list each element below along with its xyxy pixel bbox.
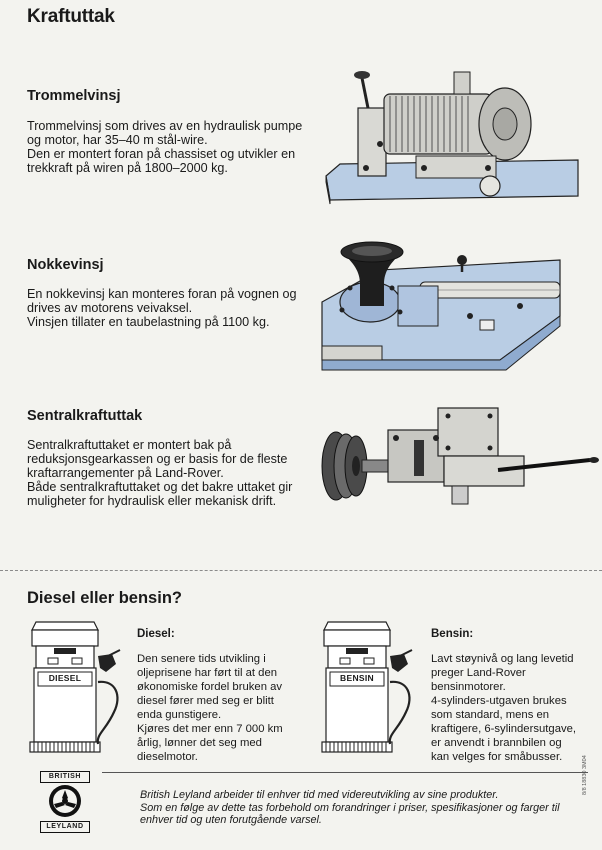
text-line: Kjøres det mer enn 7 000 km <box>137 723 283 735</box>
section-text-sentralkraftuttak: Sentralkraftuttaket er montert bak på re… <box>27 438 317 508</box>
text-line: Den senere tids utvikling i <box>137 653 266 665</box>
text-line: og motor, har 35–40 m stål-wire. <box>27 133 208 147</box>
drum-winch-illustration <box>325 71 579 205</box>
text-line: reduksjonsgearkassen og er basis for de … <box>27 452 288 466</box>
leyland-emblem-icon <box>49 785 81 817</box>
text-line: enda gunstigere. <box>137 709 222 721</box>
bensin-pump-label: BENSIN <box>340 673 374 683</box>
text-line: oljeprisene har ført til at den <box>137 667 278 679</box>
footer-disclaimer: British Leyland arbeider til enhver tid … <box>140 789 560 827</box>
text-line: diesel fører med seg er blitt <box>137 695 274 707</box>
text-line: enhver tid og uten forutgående varsel. <box>140 814 322 826</box>
page-title: Kraftuttak <box>27 6 115 27</box>
text-line: 4-sylinders-utgaven brukes <box>431 695 567 707</box>
text-line: bensinmotorer. <box>431 681 506 693</box>
text-line: Den er montert foran på chassiset og utv… <box>27 147 296 161</box>
section-text-nokkevinsj: En nokkevinsj kan monteres foran på vogn… <box>27 287 317 329</box>
text-line: årlig, lønner det seg med <box>137 737 262 749</box>
diesel-text: Den senere tids utvikling i oljeprisene … <box>137 652 283 764</box>
text-line: er anvendt i brannbilen og <box>431 737 562 749</box>
text-line: trekkraft på wiren på 1800–2000 kg. <box>27 161 228 175</box>
section-title-sentralkraftuttak: Sentralkraftuttak <box>27 408 143 424</box>
logo-bottom-text: LEYLAND <box>40 821 90 833</box>
print-code: 8/8 18830 3M04 <box>582 755 588 795</box>
text-line: Trommelvinsj som drives av en hydraulisk… <box>27 119 303 133</box>
central-pto-illustration <box>321 407 599 505</box>
section-title-trommelvinsj: Trommelvinsj <box>27 88 121 104</box>
diesel-pump-illustration <box>29 621 121 753</box>
text-line: Vinsjen tillater en taubelastning på 110… <box>27 315 270 329</box>
text-line: Som en følge av dette tas forbehold om f… <box>140 801 560 814</box>
text-line: Sentralkraftuttaket er montert bak på <box>27 438 232 452</box>
text-line: Lavt støynivå og lang levetid <box>431 653 574 665</box>
text-line: kraftarrangementer på Land-Rover. <box>27 466 224 480</box>
british-leyland-logo: BRITISH LEYLAND <box>40 771 90 833</box>
logo-top-text: BRITISH <box>40 771 90 783</box>
text-line: En nokkevinsj kan monteres foran på vogn… <box>27 287 297 301</box>
bensin-text: Lavt støynivå og lang levetid preger Lan… <box>431 652 576 764</box>
section-divider <box>0 570 602 571</box>
text-line: økonomiske fordel bruken av <box>137 681 283 693</box>
footer-rule <box>102 772 588 773</box>
fuel-section-title: Diesel eller bensin? <box>27 589 182 607</box>
bensin-pump-illustration <box>321 621 413 753</box>
diesel-pump-label: DIESEL <box>48 673 82 683</box>
text-line: British Leyland arbeider til enhver tid … <box>140 789 499 801</box>
text-line: drives av motorens veivaksel. <box>27 301 193 315</box>
section-title-nokkevinsj: Nokkevinsj <box>27 257 104 273</box>
text-line: Både sentralkraftuttaket og det bakre ut… <box>27 480 293 494</box>
diesel-heading: Diesel: <box>137 628 175 640</box>
text-line: kraftigere, 6-sylindersutgave, <box>431 723 577 735</box>
text-line: kan velges for småbusser. <box>431 751 563 763</box>
text-line: som standard, mens en <box>431 709 550 721</box>
text-line: muligheter for hydraulisk eller mekanisk… <box>27 494 277 508</box>
bensin-heading: Bensin: <box>431 628 474 640</box>
section-text-trommelvinsj: Trommelvinsj som drives av en hydraulisk… <box>27 119 317 175</box>
text-line: dieselmotor. <box>137 751 198 763</box>
text-line: preger Land-Rover <box>431 667 526 679</box>
capstan-winch-illustration <box>321 241 561 371</box>
